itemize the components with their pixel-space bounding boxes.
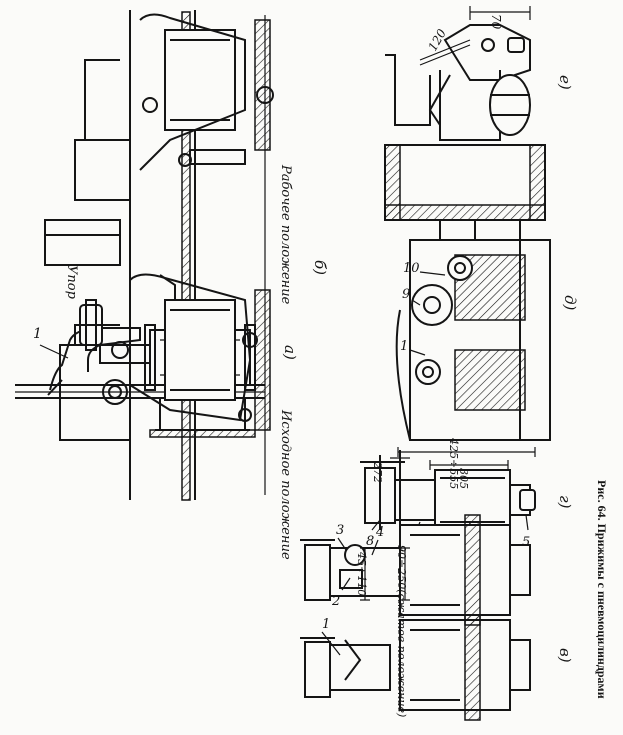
figure-caption: Рис. 64. Прижимы с пневмоцилиндрами xyxy=(595,480,609,699)
panel-b-label: б) xyxy=(311,260,329,275)
panel-g-dim-272: 272 xyxy=(371,461,384,483)
panel-d-drawing xyxy=(384,144,551,441)
panel-v-callout-4: 4 xyxy=(375,525,384,540)
panel-g-callout-8: 8 xyxy=(366,534,374,549)
panel-g-label: г) xyxy=(556,495,574,509)
panel-v-label: в) xyxy=(556,648,574,663)
panel-e-dim-70: 70 xyxy=(489,14,503,30)
panel-e-label: е) xyxy=(556,75,574,90)
panel-g-drawing xyxy=(360,447,536,533)
panel-v-drawing xyxy=(300,514,531,721)
panel-v-dim-90-250: 90÷250(сжатое положение) xyxy=(395,545,408,717)
panel-e-drawing xyxy=(385,6,531,141)
panel-a-callout-1: 1 xyxy=(33,326,42,342)
panel-d-callout-9: 9 xyxy=(402,287,410,302)
panel-b-stop-label: Упор xyxy=(64,265,79,300)
panel-v-callout-1: 1 xyxy=(322,617,330,632)
panel-d-label: д) xyxy=(561,295,579,311)
panel-v-callout-3: 3 xyxy=(336,523,344,538)
panel-g-dim-305: 305 xyxy=(457,468,470,489)
panel-v-callout-2: 2 xyxy=(331,594,340,609)
panel-b-initial-position: Исходное положение xyxy=(278,409,293,560)
panel-b-working-position: Рабочее положение xyxy=(278,164,293,305)
panel-b-drawing xyxy=(44,10,274,501)
panel-g-dim-425-555: 425÷555 xyxy=(447,437,460,489)
panel-g-callout-5: 5 xyxy=(522,535,530,550)
panel-v-dim-45-110: 45÷110 xyxy=(355,551,368,596)
panel-d-callout-10: 10 xyxy=(403,261,420,276)
panel-d-callout-1: 1 xyxy=(400,339,408,354)
panel-a-label: а) xyxy=(281,345,299,360)
